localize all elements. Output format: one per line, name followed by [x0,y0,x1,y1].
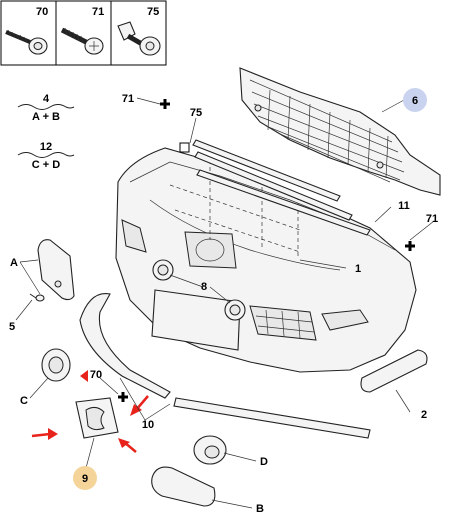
screw-marker-71-right-icon [405,241,415,251]
hardware-header-70: 70 [36,6,48,18]
callout-D: D [260,456,268,468]
emblem-9-part [75,397,119,439]
lower-spoiler-part [79,292,371,439]
cover-b-part [151,466,216,507]
screw-70-icon [5,29,48,55]
callout-1: 1 [355,263,361,275]
legend-4-top: 4 [43,93,50,105]
assembly-guide-lines [169,160,301,258]
red-arrow-top-icon [80,370,88,382]
clip-75-icon [117,21,161,56]
callout-6-highlight [403,88,427,112]
screw-71-icon [60,27,104,55]
red-arrow-bottom-icon [118,438,137,453]
callout-11: 11 [398,200,410,212]
hardware-table: 70 71 75 [0,0,167,66]
clip-5-part [29,293,45,302]
trim-strips-part [192,139,371,236]
callout-10: 10 [142,419,154,431]
legend-4: 4 A + B [17,93,75,123]
callout-8: 8 [201,281,207,293]
callout-B: B [256,503,264,515]
screw-marker-71-left-icon [160,99,170,109]
fog-lamp-left-part [152,259,174,281]
leader-lines [15,97,435,509]
callout-9: 9 [82,473,88,485]
callout-75: 75 [190,107,202,119]
legend-12-bottom: C + D [32,159,60,171]
callout-70: 70 [90,369,102,381]
clip-marker-75-icon [179,142,190,153]
side-cover-2-part [360,349,428,393]
red-arrow-left-icon [31,428,58,440]
callout-9-highlight [73,466,97,490]
legend-12: 12 C + D [17,141,75,171]
hardware-header-71: 71 [92,6,104,18]
ring-c-part [41,348,71,382]
hardware-header-75: 75 [147,6,159,18]
legend-4-bottom: A + B [32,111,60,123]
callout-A: A [10,257,18,269]
callout-2: 2 [421,409,427,421]
callout-C: C [20,395,28,407]
cap-d-part [193,435,227,465]
grille-part [239,67,441,196]
callout-5: 5 [9,321,15,333]
callout-71-right: 71 [426,213,438,225]
legend-12-top: 12 [40,141,52,153]
screw-marker-70-icon [118,392,128,402]
fog-cover-a-part [37,239,75,301]
fog-lamp-right-part [224,299,246,321]
callout-6: 6 [412,95,418,107]
callout-71-left: 71 [122,93,134,105]
